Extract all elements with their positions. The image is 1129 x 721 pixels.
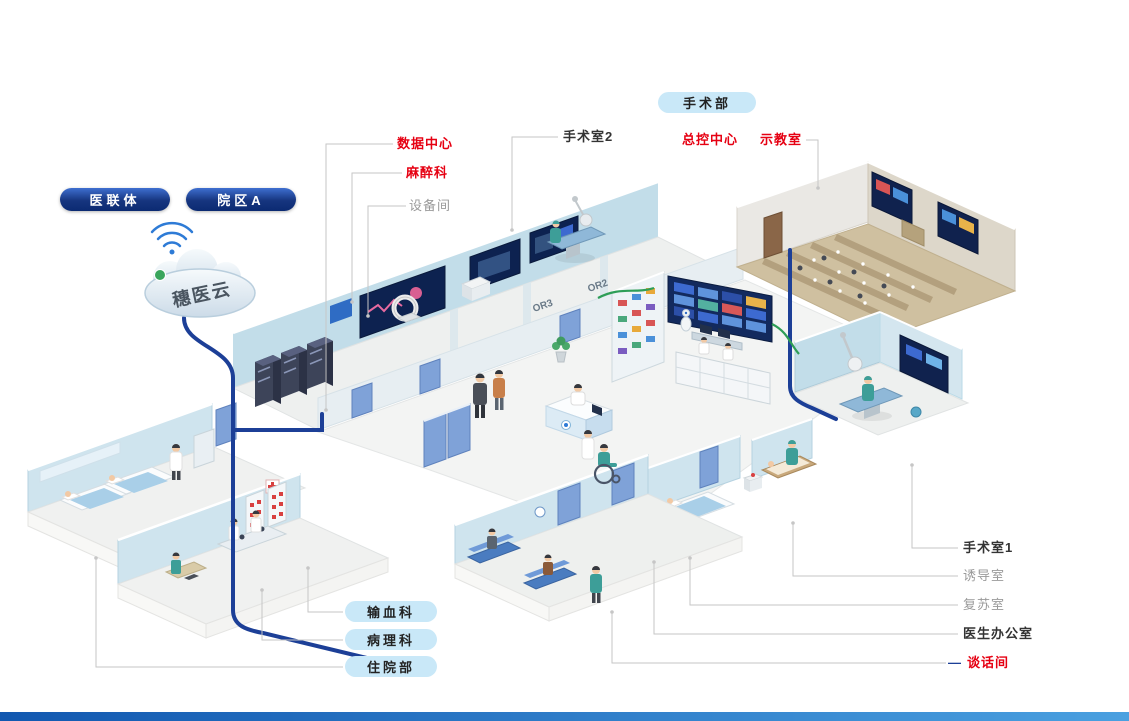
equipment-cabinet	[460, 276, 492, 301]
dept-pill-pathology: 病理科	[345, 629, 437, 650]
bedside-cabinet	[193, 428, 215, 469]
classroom-audience	[797, 255, 887, 299]
or2-surgeon	[550, 220, 561, 243]
hospital-bed	[58, 482, 132, 511]
server-racks	[255, 337, 333, 407]
callout-operating-room-1: 手术室1	[963, 540, 1014, 555]
ward-nurse	[169, 444, 183, 480]
door	[557, 482, 581, 526]
nav-pill-campus-a[interactable]: 院区A	[186, 188, 296, 211]
leader-lines	[94, 136, 958, 668]
small-wall-screen	[330, 298, 352, 324]
right-route-line	[788, 248, 838, 421]
or1-area	[788, 311, 970, 436]
seated-patient	[543, 554, 553, 575]
dept-pill-inpatient: 住院部	[345, 656, 437, 677]
podium	[901, 219, 925, 247]
classroom-desk-rows	[762, 234, 957, 319]
door	[559, 308, 581, 345]
lab-technician	[250, 510, 262, 533]
wheelchair-patient	[581, 430, 621, 485]
c-arm-machine	[391, 294, 422, 323]
service-robot	[680, 309, 692, 332]
classroom-screen	[937, 201, 979, 255]
wifi-icon	[150, 221, 194, 255]
callout-data-center: 数据中心	[397, 136, 454, 151]
callout-recovery-room: 复苏室	[963, 597, 1006, 612]
video-wall	[667, 275, 773, 343]
inpatient-ward	[26, 402, 307, 569]
office-cluster	[647, 418, 818, 521]
talk-room-dash: —	[948, 655, 962, 670]
green-cable	[771, 323, 800, 355]
network-routes	[182, 248, 838, 662]
lab-block	[116, 472, 390, 639]
medical-cart	[742, 473, 764, 492]
classroom-area	[735, 160, 1017, 339]
exam-doctor	[786, 440, 798, 465]
blood-storage-cabinet	[267, 481, 287, 528]
supply-shelves	[618, 288, 655, 354]
footer-accent-bar	[0, 712, 1129, 721]
pathologist-desk	[164, 552, 208, 580]
door	[699, 445, 719, 489]
green-cable	[597, 286, 655, 299]
callout-equipment-room: 设备间	[409, 198, 452, 213]
operator	[698, 337, 710, 355]
wall-clock	[534, 506, 546, 518]
anesthesia-monitor-screen	[359, 265, 446, 339]
hall-visitor	[493, 370, 505, 410]
cloud-icon: 穗医云	[144, 249, 256, 318]
control-center	[611, 271, 773, 405]
or2-operating-table	[546, 196, 607, 263]
callout-induction-room: 诱导室	[963, 568, 1006, 583]
cloud-route-line	[182, 316, 377, 662]
or1-screen	[899, 334, 949, 394]
department-pill-surgery: 手术部	[658, 92, 756, 113]
seated-patient	[487, 528, 497, 549]
callout-demo-classroom: 示教室	[760, 132, 803, 147]
upper-wing: OR3 OR2	[231, 180, 745, 431]
datacenter-branch-line	[231, 412, 324, 432]
hospital-bed	[102, 466, 176, 495]
classroom-door	[763, 211, 783, 259]
waiting-wing	[453, 453, 744, 622]
callout-talk-room: —谈话间	[948, 655, 1010, 670]
dept-pill-blood-transfusion: 输血科	[345, 601, 437, 622]
surgical-light	[840, 332, 863, 372]
door	[611, 462, 635, 506]
callout-master-control: 总控中心	[682, 132, 739, 147]
operator	[722, 343, 734, 361]
hall-plant	[552, 336, 570, 363]
hall-visitor	[473, 373, 487, 418]
stool	[910, 406, 922, 418]
door	[419, 358, 441, 395]
callout-anesthesiology: 麻醉科	[406, 165, 449, 180]
nav-pill-medical-alliance[interactable]: 医联体	[60, 188, 170, 211]
hall-double-door	[423, 403, 471, 468]
receptionist	[570, 384, 586, 406]
callout-doctor-office: 医生办公室	[963, 626, 1034, 641]
door	[351, 382, 373, 419]
locker-cabinets	[675, 351, 771, 405]
standing-nurse	[590, 566, 602, 603]
or1-surgeon	[862, 376, 874, 401]
callout-operating-room-2: 手术室2	[563, 129, 614, 144]
